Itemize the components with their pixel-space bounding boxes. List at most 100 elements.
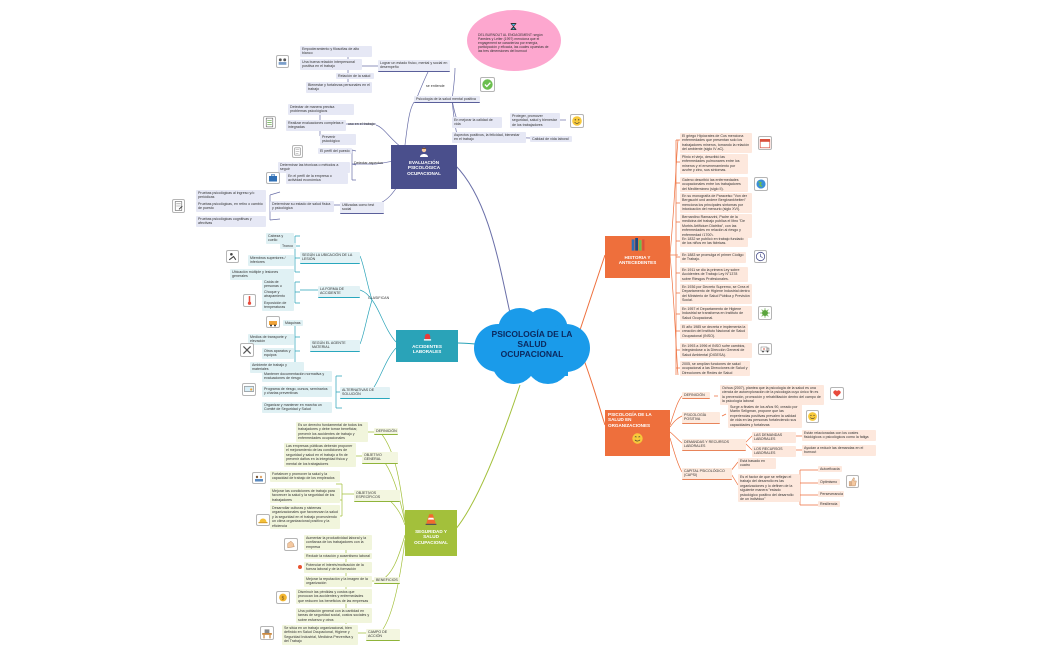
historia-item-4[interactable]: En su monografía de Paracelso "Von der B… <box>680 193 752 213</box>
historia-item-3[interactable]: Galeno describió las enfermedades ocupac… <box>680 177 748 193</box>
historia-item-13[interactable]: 2005, se amplían funciones de salud ocup… <box>680 361 750 377</box>
historia-item-5[interactable]: Bernardino Ramazzini, Padre de la medici… <box>680 214 752 239</box>
definicion-text[interactable]: Es un derecho fundamental de todos los t… <box>296 422 368 442</box>
evaluacion-title: EVALUACIÓN PSICOLÓGICA OCUPACIONAL <box>407 160 441 176</box>
general-node[interactable]: OBJETIVO GENERAL <box>362 452 398 464</box>
ubicacion-item-1[interactable]: Cabeza y cuello <box>266 233 294 244</box>
detectar-item-3[interactable]: En el perfil de la empresa o actividad e… <box>286 173 348 184</box>
burnout-callout[interactable] <box>467 10 561 71</box>
smiley-face-icon <box>632 433 643 444</box>
capsi-optimismo[interactable]: Optimismo <box>818 479 840 486</box>
agente-item-2[interactable]: Medios de transporte y elevación <box>248 334 294 345</box>
lograr-item-1[interactable]: Empoderamiento y filosofías de alto blan… <box>300 46 372 57</box>
traffic-cone-icon <box>425 514 437 525</box>
forma-item-3[interactable]: Exposición de temperaturas <box>262 300 294 311</box>
beneficios-item-5[interactable]: Disminuir las pérdidas y costos que prov… <box>296 589 372 605</box>
beneficios-node[interactable]: BENEFICIOS <box>374 577 400 585</box>
beneficios-item-4[interactable]: Mejorar la reputación y la imagen de la … <box>304 576 372 587</box>
beneficios-item-3[interactable]: Potenciar el interés/motivación de la fu… <box>304 562 372 573</box>
capsi-resiliencia[interactable]: Resiliencia <box>818 501 840 508</box>
determinar-node[interactable]: Determinar su estado de salud física y p… <box>270 201 334 212</box>
historia-item-2[interactable]: Plinio el viejo, describió las enfermeda… <box>680 154 748 174</box>
historia-item-9[interactable]: En 1936 por Decreto Supremo, se Crea el … <box>680 284 752 304</box>
alternativas-node[interactable]: ALTERNATIVAS DE SOLUCIÓN <box>340 387 390 399</box>
historia-item-1[interactable]: El griego Hipócrates de Cos menciona enf… <box>680 133 752 153</box>
org-positiva-text[interactable]: Surge a finales de los años 90, creado p… <box>728 404 802 429</box>
beneficios-item-2[interactable]: Reducir la rotación y ausentismo laboral <box>304 553 372 560</box>
organizaciones-branch[interactable]: PSICOLOGÍA DE LA SALUD EN ORGANIZACIONES <box>605 410 670 456</box>
alternativas-item-1[interactable]: Mantener documentación normativa y evalu… <box>262 371 332 382</box>
especificos-node[interactable]: OBJETIVOS ESPECÍFICOS <box>354 490 400 502</box>
forma-node[interactable]: LA FORMA DE ACCIDENTE <box>318 286 360 298</box>
lograr-item-4[interactable]: Bienestar y fortalezas personales en el … <box>306 82 372 93</box>
capital-item-1[interactable]: Está basado en cuatro <box>738 458 776 469</box>
recursos-text[interactable]: Ayudan a reducir las demandas en el burn… <box>802 445 876 456</box>
calidad-node[interactable]: Calidad de vida laboral <box>530 136 572 143</box>
beneficios-item-6[interactable]: Una población general con la cantidad en… <box>296 608 372 624</box>
historia-branch[interactable]: HISTORIA Y ANTECEDENTES <box>605 236 670 278</box>
historia-item-11[interactable]: El año 1985 se decreta e implementa la c… <box>680 324 748 340</box>
uso-item-2[interactable]: Realizar evaluaciones completas e integr… <box>286 120 346 131</box>
org-definicion-text[interactable]: Ochoa (2007), plantea que la psicología … <box>720 385 824 405</box>
ubicacion-node[interactable]: SEGÚN LA UBICACIÓN DE LA LESIÓN <box>300 252 360 264</box>
capsi-perseverancia[interactable]: Perseverancia <box>818 491 844 498</box>
lograr-node[interactable]: Lograr un estado físico, mental y social… <box>378 60 450 72</box>
detectar-item-1[interactable]: El perfil del puesto <box>318 148 352 155</box>
agente-item-4[interactable]: Ambiente de trabajo y materiales <box>250 362 304 373</box>
lograr-item-3[interactable]: Relación de la salud <box>336 73 374 80</box>
office-desk-icon <box>260 626 274 640</box>
agente-node[interactable]: SEGÚN EL AGENTE MATERIAL <box>310 340 360 352</box>
org-demandas-node[interactable]: DEMANDAS Y RECURSOS LABORALES <box>682 439 746 451</box>
alternativas-item-3[interactable]: Organizar y mantener en marcha un Comité… <box>262 402 332 413</box>
definicion-node[interactable]: DEFINICIÓN <box>374 428 398 436</box>
especificos-item-3[interactable]: Desarrollar culturas y sistemas organiza… <box>270 505 340 530</box>
utilizar-node[interactable]: Utilizadas como test social <box>340 202 384 214</box>
org-definicion-node[interactable]: DEFINICIÓN <box>682 392 710 400</box>
capsi-autoeficacia[interactable]: Autoeficacia <box>818 466 842 473</box>
ubicacion-item-2[interactable]: Tronco <box>280 243 296 250</box>
historia-item-6[interactable]: En 1832 se publicó en trabajo fundado de… <box>680 236 748 247</box>
proteger-node[interactable]: Proteger, promover seguridad, salud y bi… <box>510 113 560 129</box>
especificos-item-1[interactable]: Fortalecer y promover la salud y la capa… <box>270 471 340 482</box>
beneficios-item-1[interactable]: Aumentar la productividad laboral y la c… <box>304 535 372 551</box>
mejorar-node[interactable]: En mejorar la calidad de vida <box>452 117 502 128</box>
org-capital-node[interactable]: CAPITAL PSICOLÓGICO (CAPSI) <box>682 468 732 480</box>
recursos-laborales[interactable]: LOS RECURSOS LABORALES <box>752 446 796 457</box>
seguridad-branch[interactable]: SEGURIDAD Y SALUD OCUPACIONAL <box>405 510 457 556</box>
utilizar-item-2[interactable]: Pruebas psicológicas, en retiro o cambio… <box>196 201 266 212</box>
campo-node[interactable]: CAMPO DE ACCIÓN <box>366 629 400 641</box>
uso-item-1[interactable]: Detectar de manera precisa problemas psi… <box>288 104 354 115</box>
ubicacion-item-3[interactable]: Miembros superiores / inferiores <box>248 255 294 266</box>
agente-item-3[interactable]: Otros aparatos y equipos <box>262 348 294 359</box>
utilizar-item-3[interactable]: Pruebas psicológicas cognitivas y afecti… <box>196 216 266 227</box>
historia-item-8[interactable]: En 1911 se dio la primera Ley sobre Acci… <box>680 267 748 283</box>
historia-item-10[interactable]: En 1957 el Departamento de Higiene Indus… <box>680 306 752 322</box>
org-positiva-node[interactable]: PSICOLOGÍA POSITIVA <box>682 412 720 424</box>
detectar-item-2[interactable]: Determinar las técnicas o métodos a segu… <box>278 162 350 173</box>
utilizar-item-1[interactable]: Pruebas psicológicas al ingreso y/o peri… <box>196 190 266 201</box>
aspectos-node[interactable]: Aspectos positivos, la felicidad, bienes… <box>452 132 526 143</box>
forma-item-2[interactable]: Choque y atrapamiento <box>262 289 294 300</box>
psicologia-positiva-node[interactable]: Psicología de la salud mental positiva <box>414 96 480 104</box>
central-cloud[interactable] <box>468 306 594 386</box>
campo-text[interactable]: Se sitúa en un trabajo organizacional, b… <box>282 625 358 645</box>
evaluacion-branch[interactable]: EVALUACIÓN PSICOLÓGICA OCUPACIONAL <box>391 145 457 189</box>
central-title: PSICOLOGÍA DE LA SALUD OCUPACIONAL <box>491 329 573 359</box>
lograr-item-2[interactable]: Una buena relación interpersonal positiv… <box>300 59 362 70</box>
alternativas-item-2[interactable]: Programa de riesgo, cursos, seminarios y… <box>262 386 332 397</box>
uso-item-3[interactable]: Prevenir psicológico <box>320 134 356 145</box>
meeting-icon <box>276 55 289 68</box>
capital-item-2[interactable]: Es el factor de que se reflejan el traba… <box>738 474 800 503</box>
accidentes-branch[interactable]: ACCIDENTES LABORALES <box>396 330 458 362</box>
historia-item-7[interactable]: En 1883 se promulga el primer Código de … <box>680 252 746 263</box>
ubicacion-item-4[interactable]: Ubicación múltiple y lesiones generales <box>230 269 294 280</box>
historia-item-12[interactable]: En 1993 a 1996 el INSO sufre cambios, in… <box>680 343 752 359</box>
pendulo-label: se entiende <box>426 84 445 88</box>
historia-title: HISTORIA Y ANTECEDENTES <box>618 255 657 266</box>
demandas-laborales[interactable]: LAS DEMANDAS LABORALES <box>752 432 796 443</box>
general-text[interactable]: Las empresas públicas deberán proponer e… <box>284 443 356 468</box>
agente-item-1[interactable]: Máquinas <box>283 320 303 327</box>
especificos-item-2[interactable]: Mejorar las condiciones de trabajo para … <box>270 488 340 504</box>
demandas-text[interactable]: Están relacionadas con los costes fisiol… <box>802 430 876 441</box>
